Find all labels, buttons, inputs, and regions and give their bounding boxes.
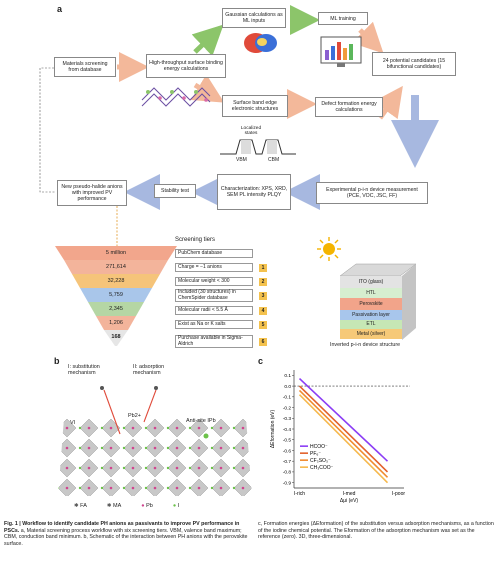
defect-box: Defect formation energy calculations xyxy=(315,97,383,117)
x-named-tick-1: I-med xyxy=(343,491,356,497)
tier-label-5: Exist as Na or K salts xyxy=(175,320,253,329)
caption-left-body: a, Material screening process workflow w… xyxy=(4,527,248,547)
tier-number-3: 3 xyxy=(259,292,267,300)
panel-b-legend: ✱ FA ✱ MA ● Pb ● I xyxy=(74,503,179,509)
tier-label-6: Purchase available in Sigma-Aldrich xyxy=(175,335,253,348)
screening-tiers-title: Screening tiers xyxy=(175,237,216,243)
series-line-0 xyxy=(298,377,389,462)
legend-ma: ✱ MA xyxy=(106,503,122,509)
perovskite-surface-illustration xyxy=(58,386,252,496)
sun-icon xyxy=(317,237,341,261)
funnel-tier-4: 2,345 xyxy=(109,306,123,312)
figure-title: Fig. 1 | Workflow to identify candidate … xyxy=(4,521,240,534)
funnel-tier-0: 5 million xyxy=(105,250,127,256)
series-line-3 xyxy=(298,394,389,484)
ml-monitor-icon xyxy=(320,36,362,67)
adsorption-label: II: adsorption mechanism xyxy=(133,364,165,377)
antisite-label: Anti-site IPb xyxy=(186,418,216,424)
orbital-illustration xyxy=(244,33,277,53)
y-tick-label-4: -0.3 xyxy=(283,416,292,422)
y-tick-label-0: 0.1 xyxy=(284,373,291,379)
ml-training-box: ML training xyxy=(318,12,368,25)
layer-htl: HTL xyxy=(340,288,402,298)
y-tick-label-6: -0.5 xyxy=(283,438,292,444)
series-line-2 xyxy=(298,389,389,478)
materials-screening-box: Materials screening from database xyxy=(54,57,116,77)
x-axis-title: Δμi (eV) xyxy=(340,498,359,504)
candidates-box: 24 potential candidates (15 bifunctional… xyxy=(372,52,456,76)
tier-number-5: 5 xyxy=(259,321,267,329)
device-caption: Inverted p-i-n device structure xyxy=(330,342,401,348)
panel-a-letter: a xyxy=(57,4,63,14)
tier-number-1: 1 xyxy=(259,264,267,272)
tier-number-6: 6 xyxy=(259,338,267,346)
tier-number-2: 2 xyxy=(259,278,267,286)
layer-perovskite: Perovskite xyxy=(340,298,402,310)
legend-label-1: PF₆⁻ xyxy=(310,451,321,457)
y-tick-label-2: -0.1 xyxy=(283,395,292,401)
tier-label-0: PubChem database xyxy=(175,249,253,258)
htc-binding-box: High-throughput surface binding energy c… xyxy=(146,54,226,78)
y-tick-label-9: -0.8 xyxy=(283,470,292,476)
y-tick-label-5: -0.4 xyxy=(283,427,292,433)
panel-b-letter: b xyxy=(54,356,60,366)
x-named-tick-0: I-rich xyxy=(294,491,305,497)
legend-label-0: HCOO⁻ xyxy=(310,444,328,450)
screening-funnel xyxy=(55,246,177,346)
legend-i: ● I xyxy=(172,503,180,509)
device-side-face xyxy=(402,264,416,340)
tier-label-3: Included (30 structures) in ChemSpider d… xyxy=(175,289,253,302)
characterization-box: Characterization: XPS, XRD, SEM PL inten… xyxy=(217,174,291,210)
y-tick-label-8: -0.7 xyxy=(283,459,292,465)
x-named-tick-2: I-poor xyxy=(392,491,405,497)
formation-energy-chart: 0.1 0.0 -0.1 -0.2 -0.3 -0.4 -0.5 -0.6 -0.7 -0.8 -0… xyxy=(270,370,410,504)
funnel-tier-2: 32,228 xyxy=(107,278,125,284)
tier-number-4: 4 xyxy=(259,307,267,315)
legend-label-3: CH₃COO⁻ xyxy=(310,465,334,471)
pb2-label: Pb2+ xyxy=(128,413,141,419)
funnel-tier-3: 5,759 xyxy=(109,292,123,298)
funnel-tier-6: 168 xyxy=(111,334,121,340)
workflow-arrows xyxy=(39,5,439,250)
layer-metal: Metal (silver) xyxy=(340,329,402,339)
tier-label-4: Molecular radii < 5.5 Å xyxy=(175,306,253,315)
layer-passivation: Passivation layer xyxy=(340,310,402,320)
vbm-label: VBM xyxy=(236,157,247,163)
y-tick-label-10: -0.9 xyxy=(283,480,292,486)
experimental-box: Experimental p-i-n device measurement (P… xyxy=(316,182,428,204)
surface-band-box: Surface band edge electronic structures xyxy=(222,95,288,117)
caption-left: Fig. 1 | Workflow to identify candidate … xyxy=(4,521,250,547)
y-tick-label-3: -0.2 xyxy=(283,405,292,411)
legend-label-2: CF₃SO₃⁻ xyxy=(310,458,331,464)
legend-pb: ● Pb xyxy=(141,503,153,509)
substitution-label: I: substitution mechanism xyxy=(68,364,100,377)
tier-label-2: Molecular weight < 300 xyxy=(175,277,253,286)
stability-box: Stability test xyxy=(154,184,196,198)
y-tick-label-1: 0.0 xyxy=(284,384,291,390)
y-tick-label-7: -0.6 xyxy=(283,448,292,454)
gaussian-box: Gaussian calculations as ML inputs xyxy=(222,8,286,28)
y-axis-title: ΔEformation (eV) xyxy=(270,409,276,448)
band-diagram xyxy=(220,139,296,155)
layer-ito: ITO (glass) xyxy=(340,276,402,288)
vi-label: VI xyxy=(70,420,76,426)
localized-states-label: Localized states xyxy=(240,126,262,136)
legend-fa: ✱ FA xyxy=(74,503,87,509)
new-anions-box: New pseudo-halide anions with improved P… xyxy=(57,180,127,206)
layer-etl: ETL xyxy=(340,320,402,329)
panel-c-letter: c xyxy=(258,356,264,366)
funnel-tier-1: 271,614 xyxy=(106,264,126,270)
funnel-tier-5: 1,206 xyxy=(109,320,123,326)
crystal-slab-illustration xyxy=(141,87,211,107)
series-line-1 xyxy=(298,385,389,473)
tier-label-1: Charge = −1 anions xyxy=(175,263,253,272)
caption-right: c, Formation energies (ΔEformation) of t… xyxy=(258,521,494,541)
cbm-label: CBM xyxy=(268,157,280,163)
